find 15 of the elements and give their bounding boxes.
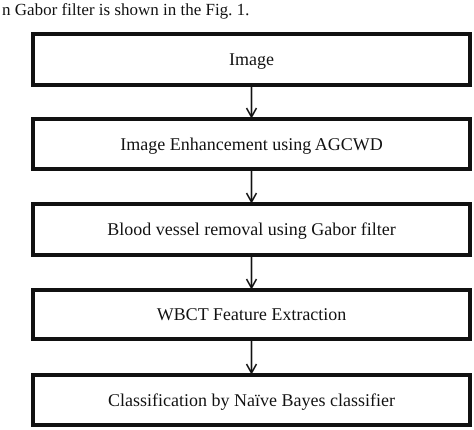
process-box xyxy=(31,202,472,257)
step-label: WBCT Feature Extraction xyxy=(156,304,346,325)
arrow xyxy=(246,87,258,118)
step-label: Image Enhancement using AGCWD xyxy=(120,134,383,154)
process-box xyxy=(31,32,472,87)
step-label: Image xyxy=(229,49,274,70)
body-text: n Gabor filter is shown in the Fig. 1. xyxy=(2,0,250,20)
step-label: Classification by Naïve Bayes classifier xyxy=(108,390,395,410)
arrow xyxy=(246,341,258,374)
process-box xyxy=(31,288,472,341)
arrow xyxy=(246,171,258,203)
process-box xyxy=(31,117,472,171)
arrow xyxy=(246,257,258,289)
process-box xyxy=(31,373,472,427)
step-label: Blood vessel removal using Gabor filter xyxy=(107,219,396,240)
